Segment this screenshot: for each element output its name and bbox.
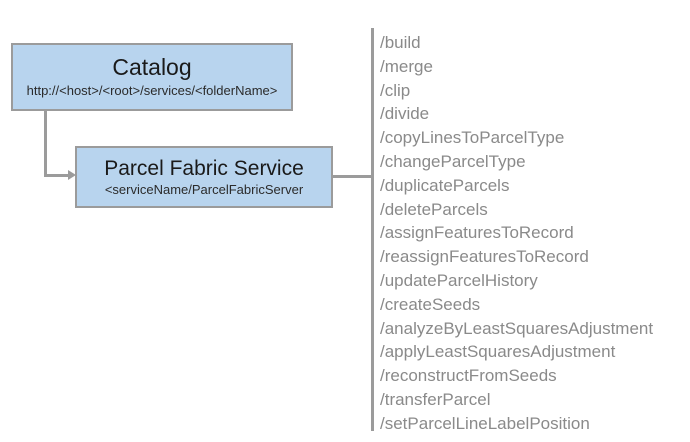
operation-item[interactable]: /reassignFeaturesToRecord [380,247,589,267]
connector-operations-stub [333,175,372,178]
connector-arrowhead-icon [68,170,76,180]
operation-item[interactable]: /copyLinesToParcelType [380,128,565,148]
operation-item[interactable]: /reconstructFromSeeds [380,366,557,386]
operation-item[interactable]: /transferParcel [380,389,491,409]
operation-item[interactable]: /applyLeastSquaresAdjustment [380,342,616,362]
parcel-fabric-service-node[interactable]: Parcel Fabric Service <serviceName/Parce… [75,146,333,208]
operation-item[interactable]: /merge [380,56,433,76]
operation-item[interactable]: /setParcelLineLabelPosition [380,413,590,433]
catalog-node[interactable]: Catalog http://<host>/<root>/services/<f… [11,43,293,111]
operation-item[interactable]: /divide [380,104,430,124]
connector-vertical-segment [44,111,47,177]
catalog-node-title: Catalog [112,54,192,81]
operation-item[interactable]: /createSeeds [380,294,481,314]
operation-item[interactable]: /build [380,33,421,52]
parcel-fabric-service-node-path: <serviceName/ParcelFabricServer [104,181,304,197]
operation-item[interactable]: /assignFeaturesToRecord [380,223,574,243]
operations-divider [371,28,374,431]
operations-list: /build /merge /clip /divide /copyLinesTo… [380,31,680,436]
parcel-fabric-service-node-title: Parcel Fabric Service [104,156,304,180]
operation-item[interactable]: /analyzeByLeastSquaresAdjustment [380,318,654,338]
operation-item[interactable]: /deleteParcels [380,199,488,219]
operation-item[interactable]: /changeParcelType [380,151,526,171]
operation-item[interactable]: /duplicateParcels [380,175,510,195]
operation-item[interactable]: /updateParcelHistory [380,270,538,290]
operation-item[interactable]: /clip [380,80,411,100]
catalog-node-url: http://<host>/<root>/services/<folderNam… [26,83,278,99]
connector-horizontal-segment [44,174,70,177]
